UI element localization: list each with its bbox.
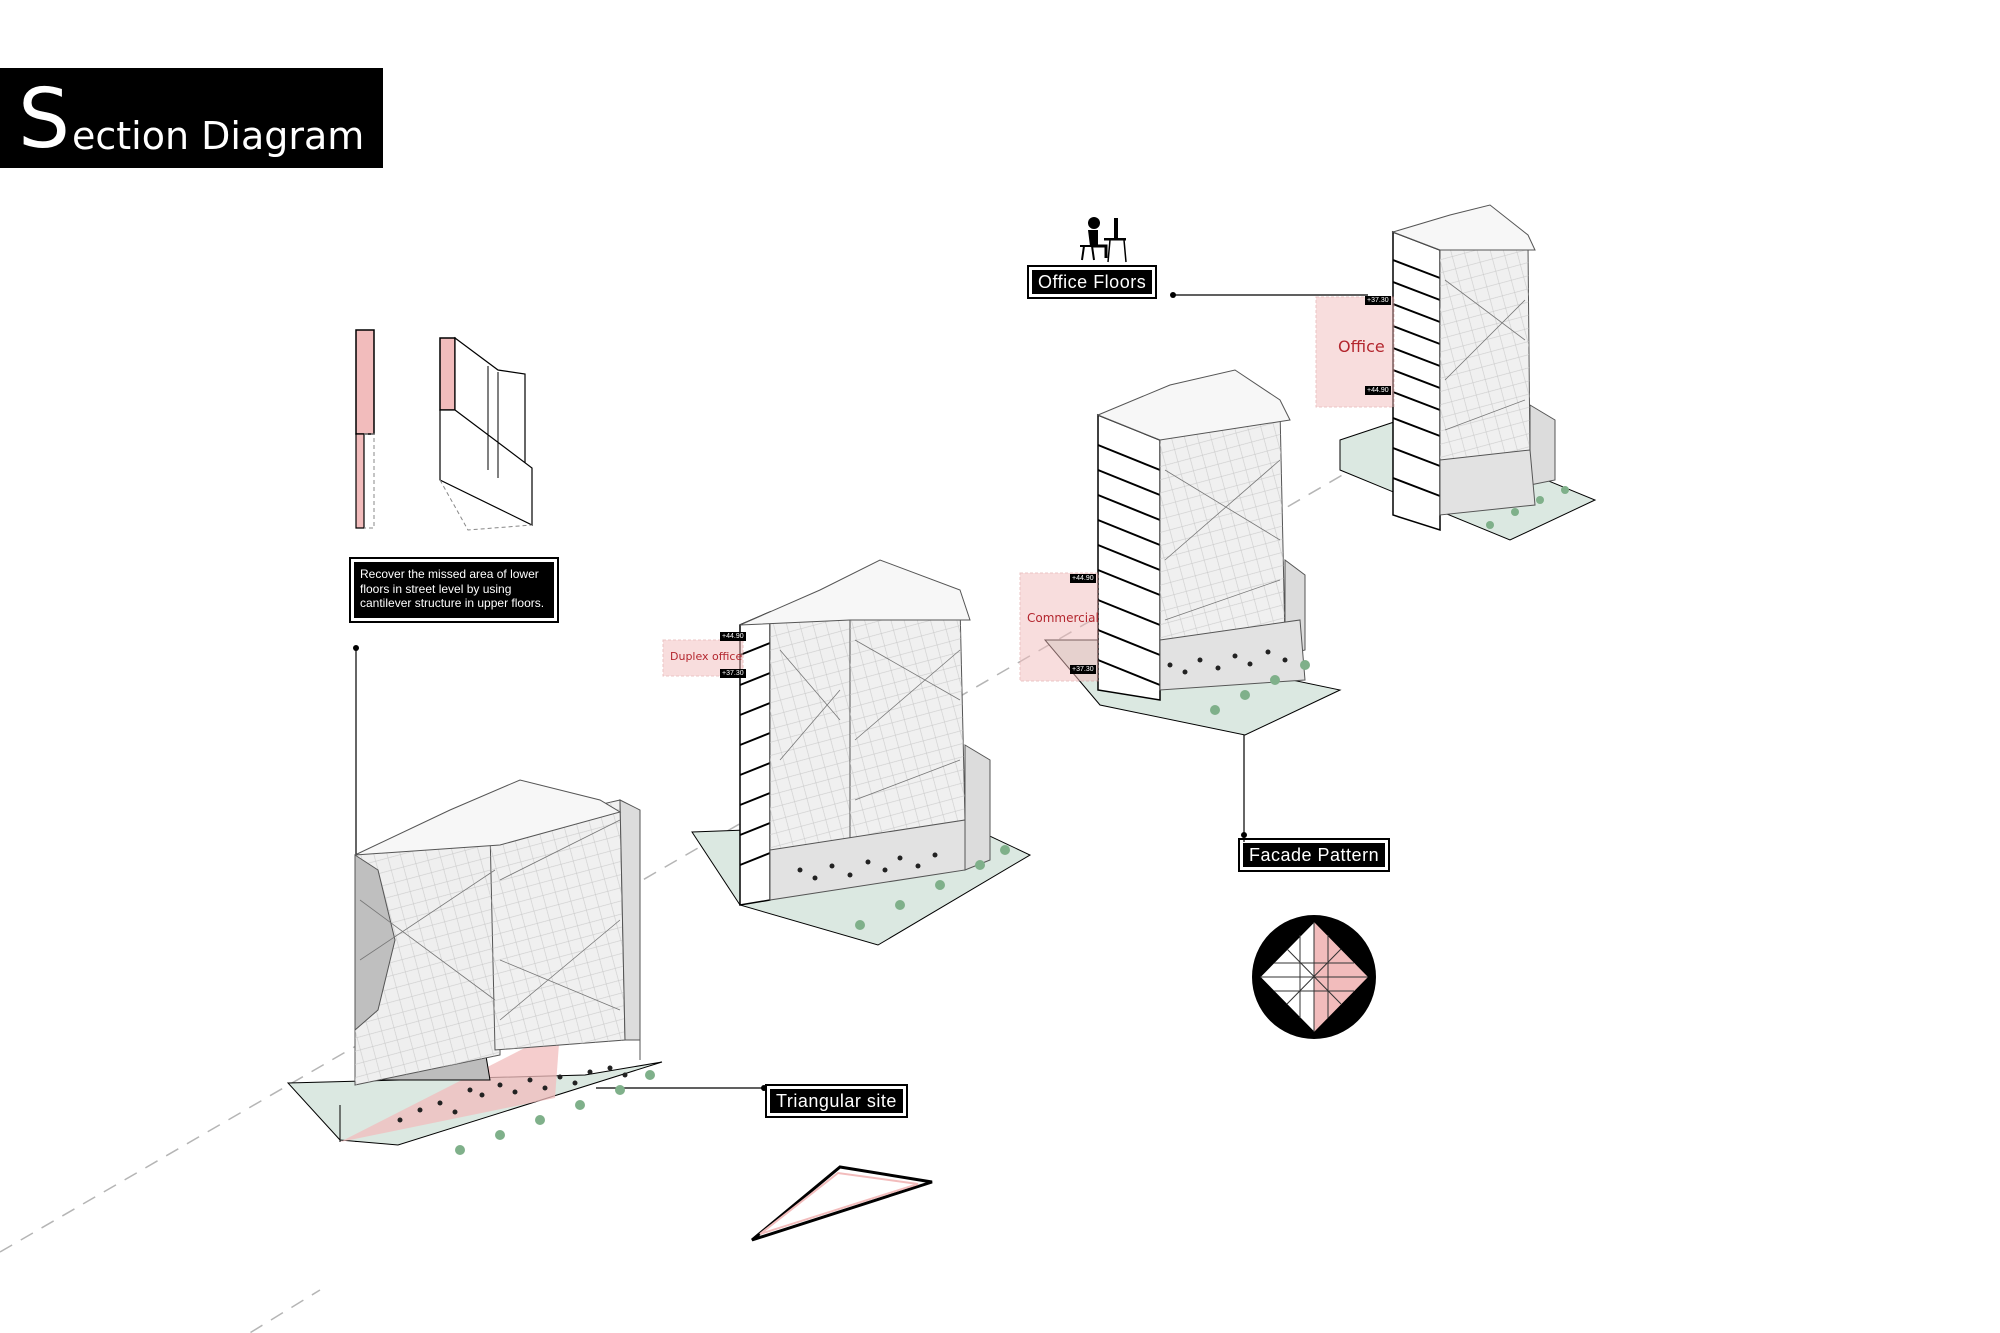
cantilever-note: Recover the missed area of lower floors … <box>349 557 559 623</box>
building-stage-3 <box>1043 369 1342 736</box>
facade-pattern-swatch <box>1252 915 1376 1039</box>
office-worker-icon <box>1080 217 1127 263</box>
commercial-tag: Commercial <box>1027 611 1099 625</box>
level-marker: +44.90 <box>1365 386 1391 395</box>
facade-pattern-label: Facade Pattern <box>1237 838 1391 872</box>
level-marker: +37.30 <box>1365 296 1391 305</box>
building-stage-4 <box>1339 204 1597 541</box>
level-marker: +37.30 <box>1070 665 1096 674</box>
title-text: ection Diagram <box>72 114 365 158</box>
office-tag: Office <box>1338 337 1385 356</box>
duplex-office-tag: Duplex office <box>670 650 743 663</box>
level-marker: +37.30 <box>720 669 746 678</box>
level-marker: +44.90 <box>1070 574 1096 583</box>
title-initial: S <box>18 72 71 167</box>
building-stage-2 <box>691 559 1032 946</box>
office-floors-label: Office Floors <box>1026 265 1158 299</box>
cantilever-section-sketch <box>355 329 533 531</box>
commercial-zone <box>1019 572 1099 682</box>
building-stage-1 <box>286 779 663 1155</box>
page-title: S ection Diagram <box>0 68 383 168</box>
triangular-site-outline <box>751 1165 933 1242</box>
triangular-site-label: Triangular site <box>765 1084 908 1118</box>
level-marker: +44.90 <box>720 632 746 641</box>
